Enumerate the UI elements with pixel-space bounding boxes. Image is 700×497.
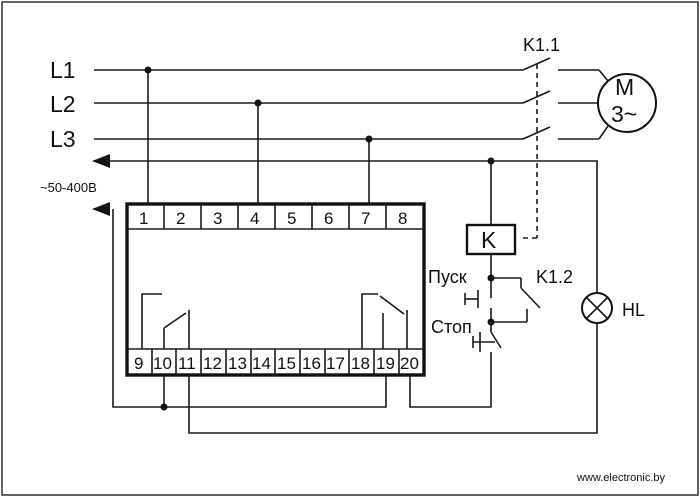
- terminal-bottom-11: 11: [178, 354, 196, 373]
- relay-module: [125, 202, 426, 377]
- watermark: www.electronic.by: [576, 472, 666, 484]
- terminal-bottom-18: 18: [351, 354, 370, 373]
- label-l3: L3: [50, 126, 76, 152]
- coil-label: K: [481, 227, 497, 253]
- start-button-symbol: [464, 278, 492, 322]
- stop-button-symbol: [472, 322, 502, 352]
- terminal-bottom-14: 14: [252, 354, 271, 373]
- internal-contact-right: [361, 293, 408, 349]
- label-l2: L2: [50, 91, 76, 117]
- supply-arrow-top: [92, 154, 110, 168]
- stop-label: Стоп: [431, 317, 472, 337]
- terminal-top-3: 3: [213, 209, 222, 228]
- aux-contact-symbol: [491, 277, 541, 323]
- motor-letter: M: [615, 74, 634, 100]
- terminal-bottom-13: 13: [228, 354, 247, 373]
- terminal-top-7: 7: [361, 209, 370, 228]
- aux-contact-label: K1.2: [536, 267, 573, 287]
- terminal-bottom-10: 10: [153, 354, 172, 373]
- wire-term-11-lamp: [188, 323, 598, 434]
- terminal-top-5: 5: [287, 209, 296, 228]
- start-label: Пуск: [428, 267, 467, 287]
- terminal-bottom-20: 20: [400, 354, 419, 373]
- terminal-bottom-9: 9: [134, 354, 143, 373]
- terminal-bottom-16: 16: [302, 354, 321, 373]
- junction-term-10: [160, 403, 168, 411]
- terminal-bottom-15: 15: [277, 354, 296, 373]
- terminal-top-6: 6: [324, 209, 333, 228]
- terminal-top-1: 1: [139, 209, 148, 228]
- junction-l3: [365, 135, 373, 143]
- wire-supply-return: [112, 209, 387, 408]
- internal-contact-left: [141, 293, 190, 349]
- junction-coil: [487, 157, 495, 165]
- motor-symbol: [597, 69, 657, 140]
- contactor-main-contacts: [520, 57, 599, 239]
- terminal-top-2: 2: [176, 209, 185, 228]
- junction-l2: [254, 99, 262, 107]
- terminal-bottom-17: 17: [326, 354, 345, 373]
- lamp-label: HL: [622, 300, 645, 320]
- motor-phase: 3~: [611, 101, 637, 127]
- terminal-top-8: 8: [398, 209, 407, 228]
- terminal-top-4: 4: [250, 209, 259, 228]
- supply-arrow-bottom: [92, 202, 110, 216]
- terminal-bottom-12: 12: [203, 354, 222, 373]
- supply-voltage-label: ~50-400В: [40, 180, 97, 195]
- contactor-main-label: K1.1: [523, 35, 560, 55]
- lamp-icon: [581, 292, 613, 324]
- wire-term-20-stop: [409, 352, 492, 408]
- terminal-bottom-19: 19: [376, 354, 395, 373]
- label-l1: L1: [50, 57, 76, 83]
- junction-l1: [144, 66, 152, 74]
